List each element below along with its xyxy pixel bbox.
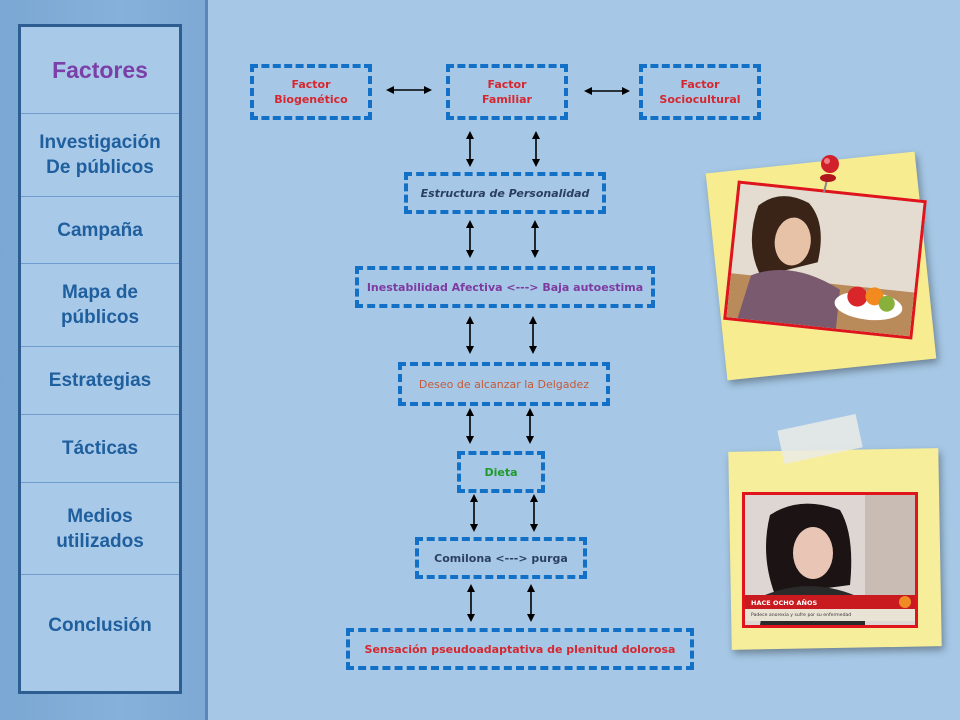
menu-item-mapa-publicos[interactable]: Mapa de públicos (21, 264, 179, 347)
menu-item-investigacion[interactable]: Investigación De públicos (21, 114, 179, 197)
box-deseo-delgadez: Deseo de alcanzar la Delgadez (398, 362, 610, 406)
menu-item-campana[interactable]: Campaña (21, 197, 179, 264)
photo-tv-interview: HACE OCHO AÑOS Padece anorexia y sufre p… (742, 492, 918, 628)
box-factor-biogenetico: Factor Biogenético (250, 64, 372, 120)
box-label: Factor Familiar (482, 78, 532, 106)
box-label: Sensación pseudoadaptativa de plenitud d… (364, 642, 676, 656)
box-label: Deseo de alcanzar la Delgadez (418, 377, 590, 391)
photo-woman-fruit-image (725, 183, 927, 340)
menu-item-label: Tácticas (61, 438, 139, 459)
video-headline: HACE OCHO AÑOS (751, 598, 817, 607)
menu-item-medios[interactable]: Medios utilizados (21, 483, 179, 575)
menu-item-conclusion[interactable]: Conclusión (21, 575, 179, 675)
menu-item-label: Factores (52, 56, 148, 83)
menu-item-label: Estrategias (48, 370, 152, 391)
box-dieta: Dieta (457, 451, 545, 493)
box-label: Dieta (484, 465, 518, 479)
menu-item-tacticas[interactable]: Tácticas (21, 415, 179, 483)
menu-item-label: Campaña (57, 219, 143, 241)
box-factor-sociocultural: Factor Sociocultural (639, 64, 761, 120)
photo-tv-interview-image: HACE OCHO AÑOS Padece anorexia y sufre p… (745, 495, 915, 625)
box-comilona-purga: Comilona <---> purga (415, 537, 587, 579)
menu-item-factores[interactable]: Factores (21, 27, 179, 114)
pushpin-icon (820, 155, 839, 193)
box-factor-familiar: Factor Familiar (446, 64, 568, 120)
box-inestabilidad-afectiva: Inestabilidad Afectiva <---> Baja autoes… (355, 266, 655, 308)
menu-item-label: Conclusión (48, 614, 152, 636)
menu-item-estrategias[interactable]: Estrategias (21, 347, 179, 415)
box-label: Inestabilidad Afectiva <---> Baja autoes… (366, 280, 644, 294)
box-label: Comilona <---> purga (434, 551, 568, 565)
menu-item-label: Medios utilizados (56, 505, 144, 552)
box-sensacion-plenitud: Sensación pseudoadaptativa de plenitud d… (346, 628, 694, 670)
sidebar-menu: Factores Investigación De públicos Campa… (18, 24, 182, 694)
box-label: Estructura de Personalidad (420, 186, 590, 200)
box-estructura-personalidad: Estructura de Personalidad (404, 172, 606, 214)
menu-item-label: Mapa de públicos (60, 282, 140, 328)
video-caption-line1: Padece anorexia y sufre por su enfermeda… (751, 612, 851, 618)
photo-woman-fruit (723, 180, 927, 340)
box-label: Factor Sociocultural (659, 78, 741, 106)
box-label: Factor Biogenético (274, 78, 348, 106)
menu-item-label: Investigación De públicos (39, 132, 161, 178)
